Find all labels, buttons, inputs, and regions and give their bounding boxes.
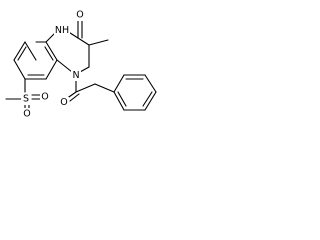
phenyl-ring (113, 74, 157, 111)
methyl-bond (88, 39, 109, 46)
benzo-ring (13, 41, 58, 80)
sulfonyl-oxygen-bottom-label: O (23, 109, 30, 120)
sulfonyl-oxygen-right-label: O (41, 92, 48, 103)
sulfur-label: S (23, 94, 29, 105)
carbonyl-oxygen-label: O (76, 10, 83, 21)
molecule-diagram: NH O N O S O O (5, 10, 157, 120)
nh-label: NH (55, 25, 69, 36)
acyl-group (65, 79, 115, 102)
ring-nitrogen-label: N (72, 70, 79, 81)
ring-carbonyl (77, 20, 83, 39)
acyl-oxygen-label: O (60, 97, 67, 108)
